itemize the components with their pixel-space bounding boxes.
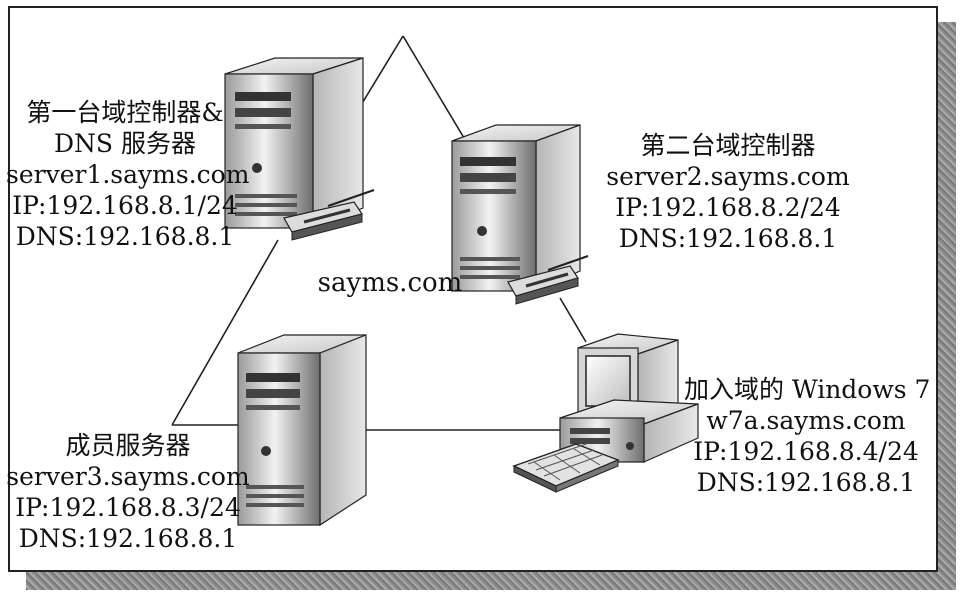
server3-info: 成员服务器 server3.sayms.com IP:192.168.8.3/2… bbox=[6, 430, 250, 554]
domain-label: sayms.com bbox=[317, 268, 463, 298]
server2-hub-icon bbox=[507, 255, 589, 305]
server1-info: 第一台域控制器& DNS 服务器 server1.sayms.com IP:19… bbox=[6, 97, 250, 252]
keyboard-icon bbox=[512, 443, 620, 493]
server1-icon bbox=[224, 57, 364, 229]
network-links bbox=[171, 35, 587, 431]
client-info: 加入域的 Windows 7 w7a.sayms.com IP:192.168.… bbox=[684, 374, 931, 498]
link-peak-server2 bbox=[402, 35, 471, 149]
client-computer-icon bbox=[559, 333, 699, 463]
server2-info: 第二台域控制器 server2.sayms.com IP:192.168.8.2… bbox=[600, 130, 856, 254]
server2-dns: DNS:192.168.8.1 bbox=[618, 224, 838, 253]
server2-icon bbox=[451, 124, 581, 292]
server2-ip: IP:192.168.8.2/24 bbox=[615, 193, 841, 222]
server1-role-dns: DNS 服务器 bbox=[54, 129, 196, 158]
link-server1-left bbox=[171, 239, 279, 426]
link-server2-client bbox=[559, 297, 587, 343]
server3-icon bbox=[237, 334, 367, 527]
client-role: 加入域的 Windows 7 bbox=[684, 375, 931, 404]
server1-dns: DNS:192.168.8.1 bbox=[15, 222, 235, 251]
server3-role: 成员服务器 bbox=[65, 431, 191, 460]
link-server1-peak bbox=[357, 35, 404, 111]
server3-hostname: server3.sayms.com bbox=[6, 462, 250, 491]
server2-role: 第二台域控制器 bbox=[640, 131, 816, 160]
client-ip: IP:192.168.8.4/24 bbox=[693, 437, 919, 466]
server3-dns: DNS:192.168.8.1 bbox=[18, 524, 238, 553]
server1-ip: IP:192.168.8.1/24 bbox=[12, 191, 238, 220]
server1-role: 第一台域控制器& bbox=[26, 98, 224, 127]
server3-ip: IP:192.168.8.3/24 bbox=[15, 493, 241, 522]
client-dns: DNS:192.168.8.1 bbox=[696, 468, 916, 497]
client-hostname: w7a.sayms.com bbox=[706, 406, 906, 435]
server2-hostname: server2.sayms.com bbox=[606, 162, 850, 191]
server1-hub-icon bbox=[283, 189, 375, 241]
server1-hostname: server1.sayms.com bbox=[6, 160, 250, 189]
